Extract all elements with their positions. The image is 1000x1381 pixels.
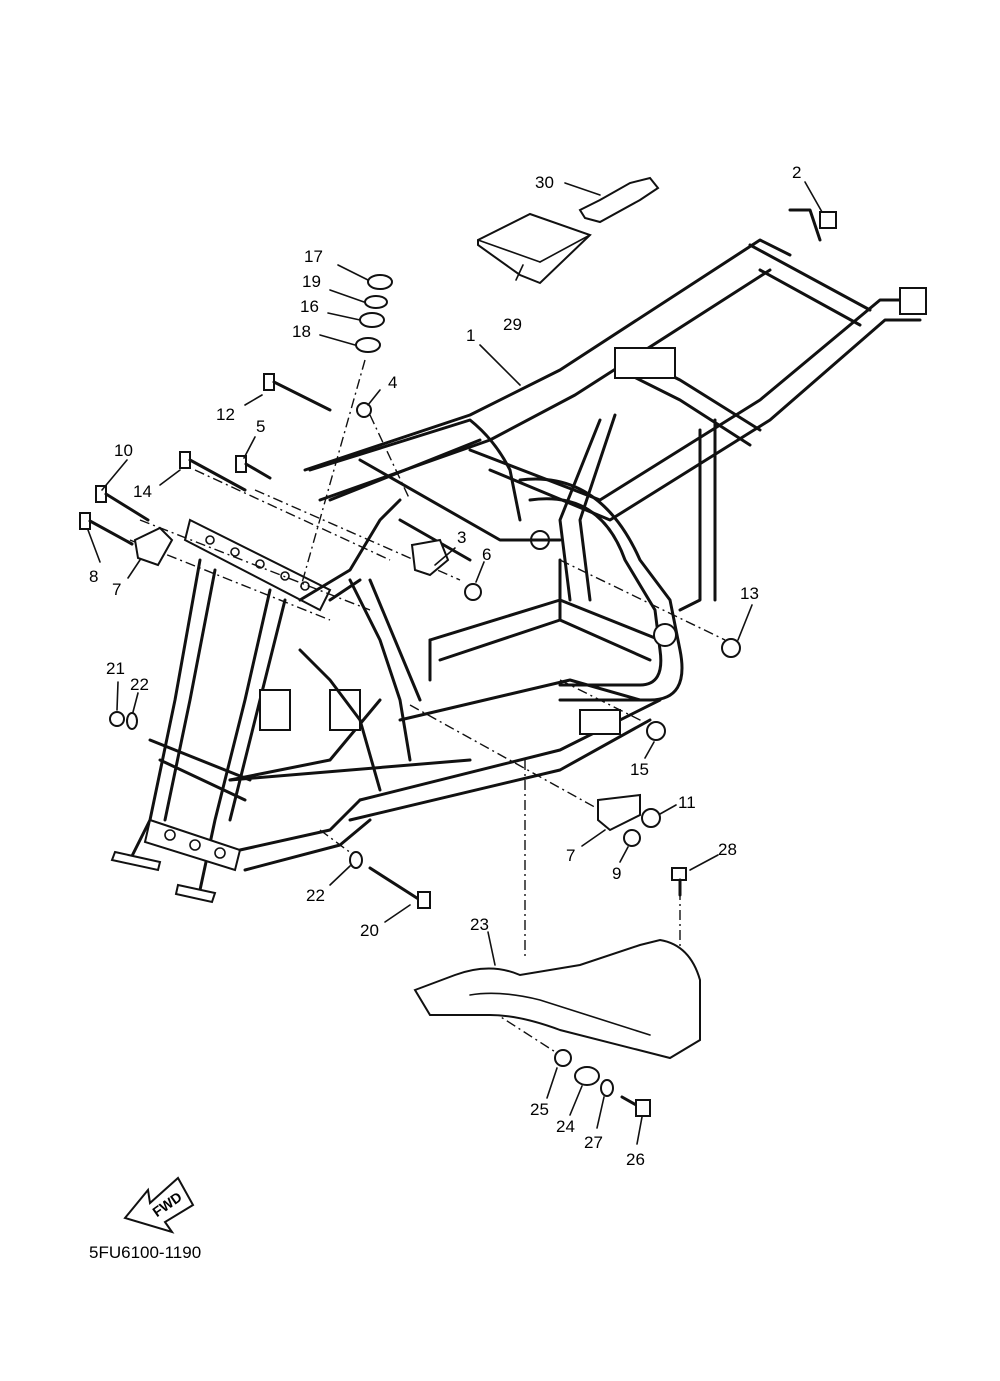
callout-25: 25: [530, 1100, 549, 1119]
bolt-26: [620, 1095, 651, 1117]
leader-lines: [87, 181, 823, 1145]
nut-21: [109, 711, 125, 727]
callout-19: 19: [302, 272, 321, 291]
bushing-16: [359, 312, 385, 328]
hardware-parts: [79, 176, 837, 1117]
forward-direction-arrow: FWD: [123, 1176, 195, 1234]
main-frame: [110, 208, 927, 904]
plate-7-right: [597, 793, 641, 832]
washer-27: [600, 1079, 614, 1097]
callout-17: 17: [304, 247, 323, 266]
callout-2: 2: [792, 163, 801, 182]
nut-9: [623, 829, 641, 847]
callout-29: 29: [503, 315, 522, 334]
grommet-24: [574, 1066, 600, 1086]
callout-20: 20: [360, 921, 379, 940]
collar-25: [554, 1049, 572, 1067]
callout-27: 27: [584, 1133, 603, 1152]
pouch-29: [477, 212, 592, 285]
plate-3: [410, 538, 450, 577]
callout-15: 15: [630, 760, 649, 779]
callout-18: 18: [292, 322, 311, 341]
bolt-5: [235, 455, 272, 480]
guard-23: [413, 938, 701, 1060]
callout-6: 6: [482, 545, 491, 564]
callout-11: 11: [678, 793, 696, 812]
bolt-12: [263, 373, 332, 412]
callout-labels: 30 2 17 19 16 18 29 1 4 12 5 10 14 3 6 8…: [89, 163, 801, 1169]
callout-10: 10: [114, 441, 133, 460]
callout-3: 3: [457, 528, 466, 547]
callout-5: 5: [256, 417, 265, 436]
callout-8: 8: [89, 567, 98, 586]
nut-4: [356, 402, 372, 418]
nut-13: [721, 638, 741, 658]
callout-13: 13: [740, 584, 759, 603]
bushing-19: [364, 295, 388, 309]
nut-11: [641, 808, 661, 828]
bushing-18: [355, 337, 381, 353]
callout-26: 26: [626, 1150, 645, 1169]
callout-28: 28: [718, 840, 737, 859]
callout-22-bottom: 22: [306, 886, 325, 905]
bolt-14: [179, 451, 247, 492]
callout-12: 12: [216, 405, 235, 424]
bolt-8: [79, 512, 134, 546]
callout-14: 14: [133, 482, 152, 501]
bolt-10: [95, 485, 150, 522]
callout-16: 16: [300, 297, 319, 316]
bolt-20: [368, 866, 431, 909]
washer-22a: [126, 712, 138, 730]
label-2: [819, 211, 837, 229]
washer-22b: [349, 851, 363, 869]
callout-22-left: 22: [130, 675, 149, 694]
callout-24: 24: [556, 1117, 575, 1136]
plate-7-left: [133, 526, 174, 567]
bolt-28: [671, 867, 687, 897]
nut-15: [646, 721, 666, 741]
callout-30: 30: [535, 173, 554, 192]
callout-4: 4: [388, 373, 397, 392]
bushing-17: [367, 274, 393, 290]
callout-1: 1: [466, 326, 475, 345]
callout-7-left: 7: [112, 580, 121, 599]
callout-9: 9: [612, 864, 621, 883]
diagram-part-code: 5FU6100-1190: [89, 1243, 201, 1262]
callout-21: 21: [106, 659, 125, 678]
callout-23: 23: [470, 915, 489, 934]
callout-7-right: 7: [566, 846, 575, 865]
tool-30: [578, 176, 660, 224]
nut-6: [464, 583, 482, 601]
